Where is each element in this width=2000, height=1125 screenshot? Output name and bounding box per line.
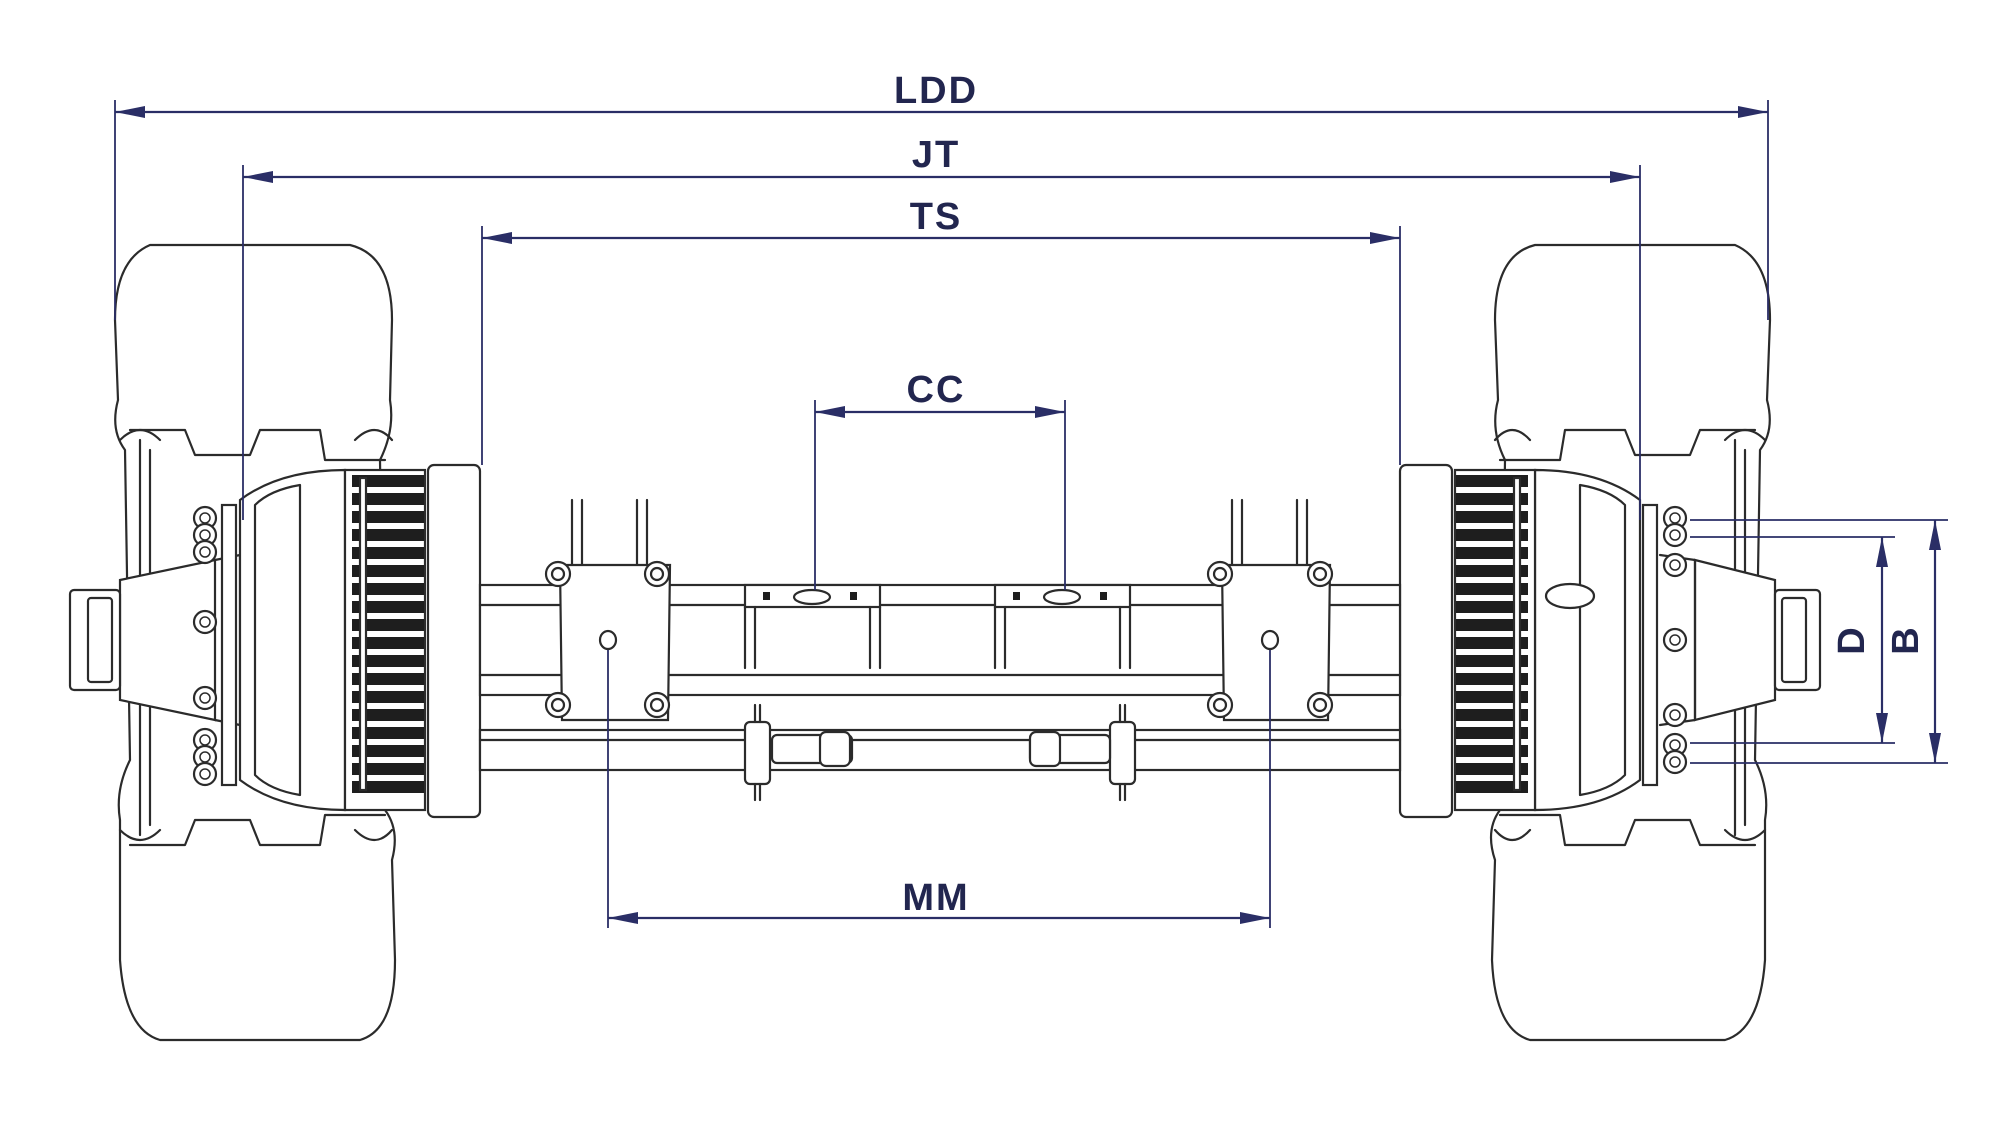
right-wheel-studs	[1641, 503, 1688, 787]
dimension-b: B	[1690, 519, 1948, 764]
dimension-label-mm: MM	[902, 877, 969, 919]
dimension-mm: MM	[607, 650, 1271, 928]
dimension-label-d: D	[1831, 625, 1873, 654]
right-spring-seat	[1206, 498, 1334, 722]
left-outer-tire	[113, 243, 397, 1042]
dimension-cc: CC	[814, 369, 1066, 590]
dimension-label-b: B	[1885, 625, 1927, 654]
right-brake-drum	[1398, 463, 1642, 819]
left-chamber-bracket	[743, 583, 882, 670]
dimension-label-jt: JT	[912, 134, 960, 176]
dimension-jt: JT	[242, 134, 1641, 520]
left-brake-drum	[238, 463, 482, 819]
right-wheel-assembly	[1398, 243, 1822, 1042]
left-spring-seat	[544, 498, 672, 722]
dimension-label-ldd: LDD	[894, 70, 978, 112]
left-camshaft-adjuster	[743, 703, 854, 802]
dimension-d: D	[1690, 536, 1895, 744]
right-drum-fins	[1456, 475, 1528, 793]
dimension-ts: TS	[481, 196, 1401, 465]
left-wheel-assembly	[68, 243, 482, 1042]
right-outer-tire	[1489, 243, 1772, 1042]
dimension-ldd: LDD	[114, 70, 1769, 320]
right-camshaft-adjuster	[1028, 703, 1137, 802]
right-chamber-bracket	[993, 583, 1132, 670]
left-drum-fins	[352, 475, 424, 793]
dimension-label-cc: CC	[907, 369, 966, 411]
left-wheel-studs	[192, 503, 238, 787]
dimension-label-ts: TS	[910, 196, 963, 238]
